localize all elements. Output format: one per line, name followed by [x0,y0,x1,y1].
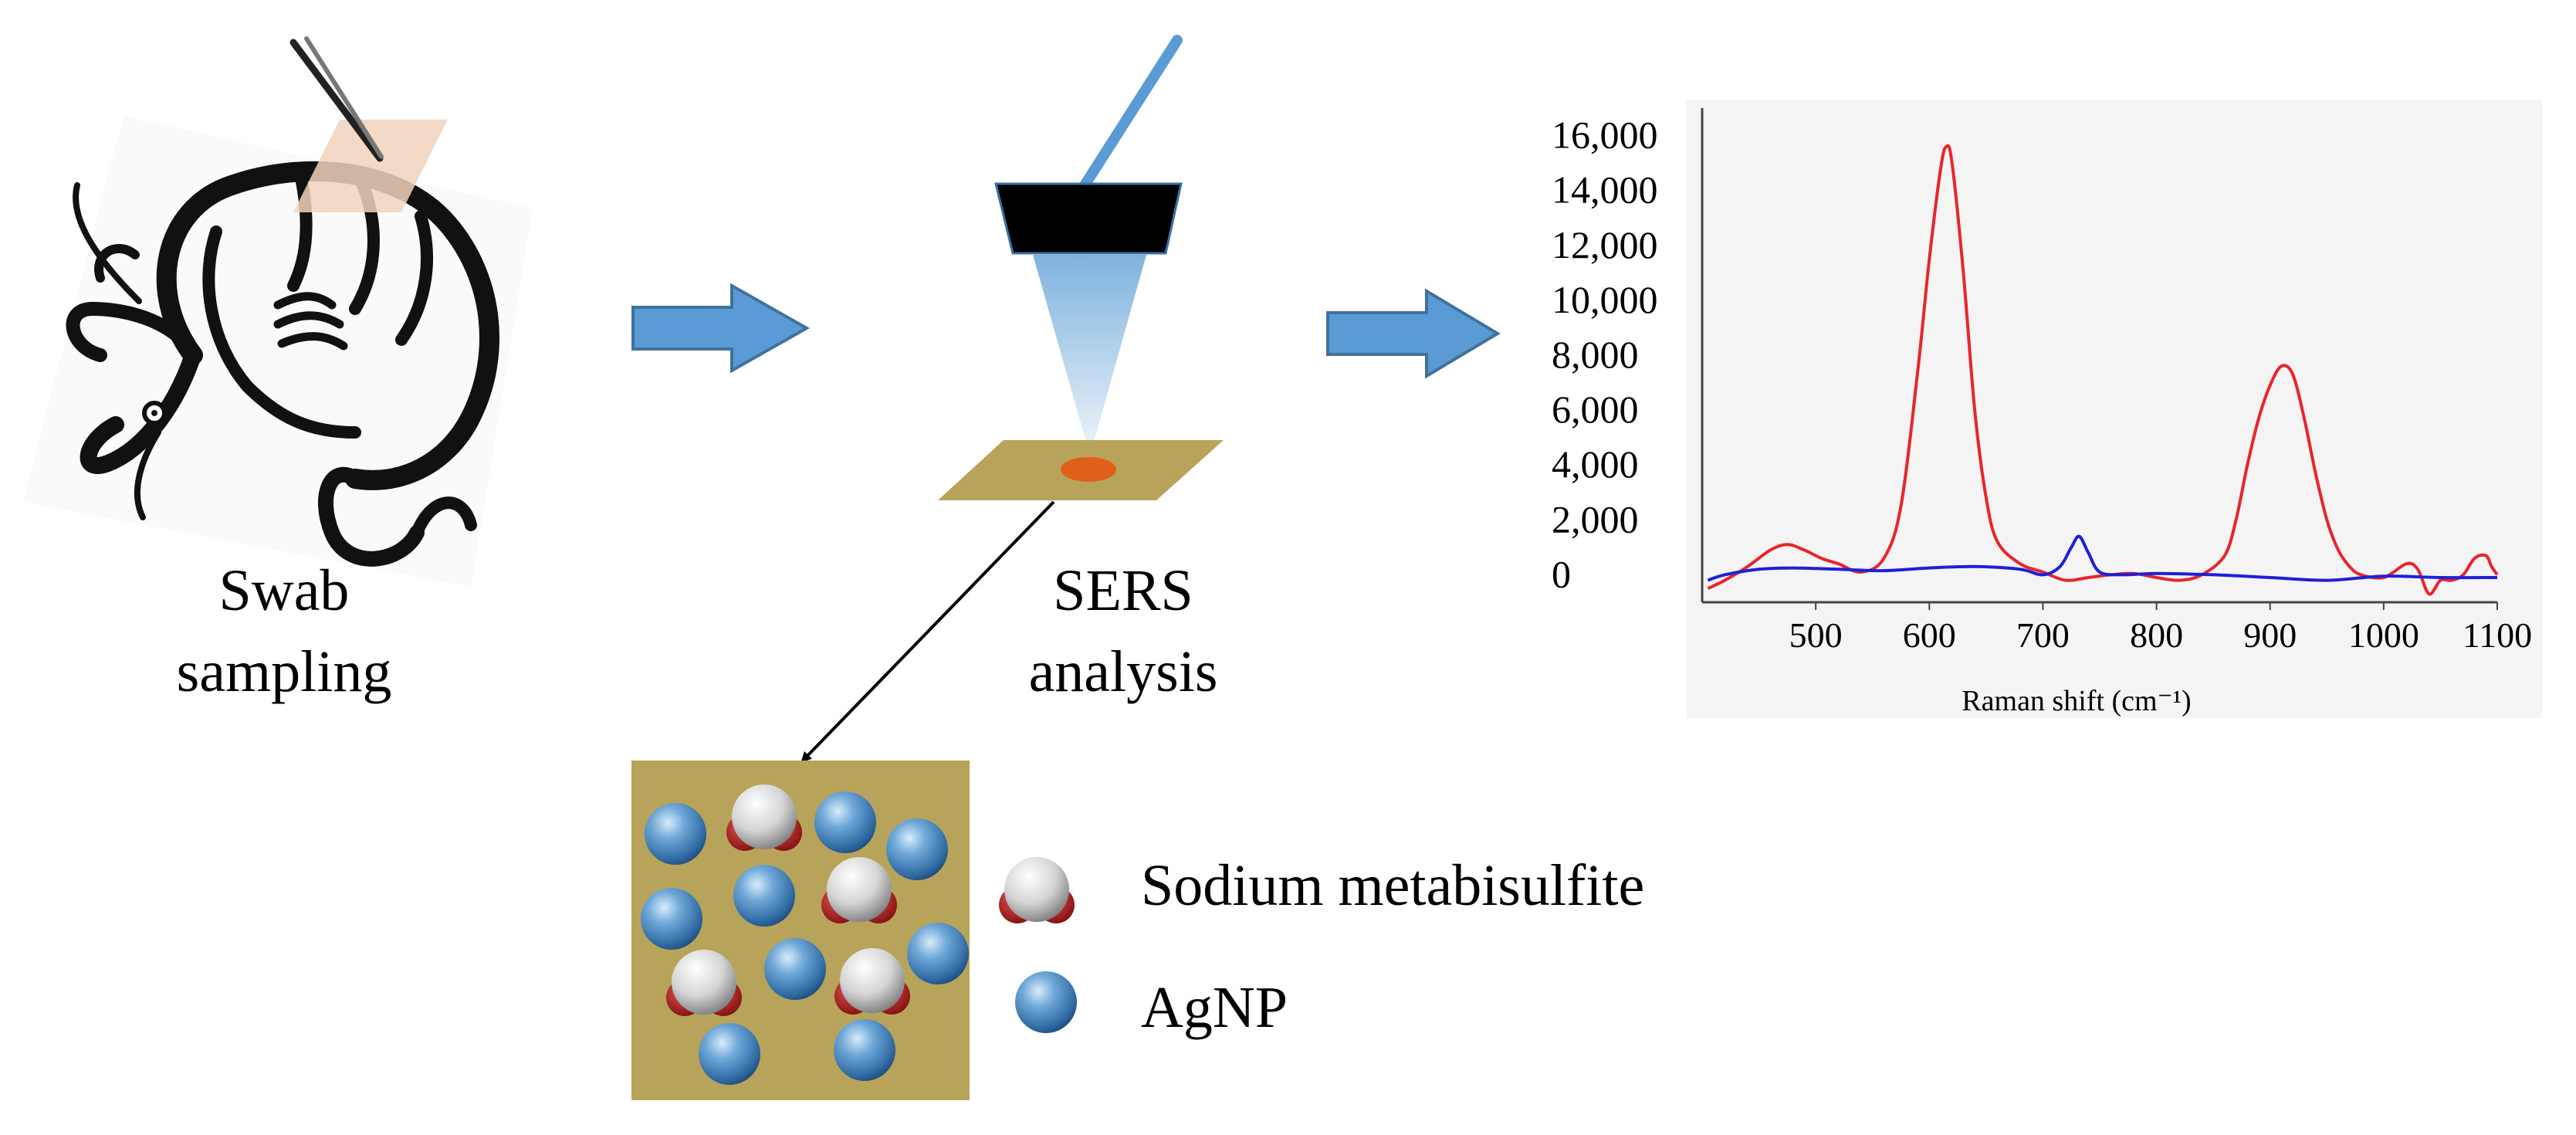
metabisulfite-molecules [666,784,910,1016]
x-tick-label: 600 [1903,615,1956,655]
metabisulfite-molecule [666,950,742,1016]
x-ticks: 500 600 700 800 900 1000 1100 [1789,602,2532,655]
legend: Sodium metabisulfite AgNP [999,853,1644,1040]
laser-beam [1033,255,1146,456]
y-tick-label: 10,000 [1552,278,1658,321]
sers-label-line2: analysis [1029,639,1218,704]
x-tick-label: 800 [2130,615,2183,655]
agnp-particle [764,938,826,1000]
series-layer [1707,144,2499,596]
y-tick-label: 0 [1552,552,1571,595]
metabisulfite-molecule [834,948,910,1015]
swab-pad [293,120,448,212]
agnp-particle [641,888,702,950]
x-axis-label: Raman shift (cm⁻¹) [1962,685,2191,717]
flow-arrow-2 [1326,288,1501,379]
sers-label-line1: SERS [1053,558,1193,623]
fiber-optic-cable [1079,35,1183,191]
x-tick-label: 700 [2016,615,2070,655]
probe-head [994,182,1183,255]
legend-agnp-label: AgNP [1141,975,1288,1040]
agnp-particle [834,1019,895,1081]
agnp-particle [814,791,876,853]
agnp-legend-icon [1015,971,1077,1033]
x-tick-label: 1100 [2463,615,2532,655]
swab-label-line2: sampling [177,639,392,704]
agnp-particle [733,865,795,927]
y-tick-label: 14,000 [1552,168,1658,212]
agnp-particles [641,791,969,1085]
flow-arrow-1 [631,283,811,374]
x-tick-label: 900 [2243,615,2297,655]
legend-metabisulfite-label: Sodium metabisulfite [1141,853,1644,918]
metabisulfite-molecule [821,857,897,923]
y-tick-label: 8,000 [1552,333,1639,376]
shrimp-illustration [23,36,533,587]
x-tick-label: 1000 [2348,615,2419,655]
tweezers-icon [289,36,384,162]
agnp-particle [699,1023,760,1085]
laser-spot [1061,457,1116,482]
agnp-particle [886,818,948,880]
agnp-particle [645,803,706,865]
y-tick-label: 2,000 [1552,497,1639,540]
substrate-zoom-panel [631,761,970,1100]
x-tick-label: 500 [1789,615,1843,655]
chart-background [1687,100,2542,718]
y-ticks: 0 2,000 4,000 6,000 8,000 10,000 12,000 14,000 1… [1552,114,1658,596]
zoom-callout-arrow [801,500,1055,763]
metabisulfite-molecule [726,784,802,851]
y-tick-label: 4,000 [1552,442,1639,486]
y-tick-label: 6,000 [1552,388,1639,431]
y-tick-label: 12,000 [1552,223,1658,266]
metabisulfite-legend-icon [999,857,1075,923]
raman-chart: 500 600 700 800 900 1000 1100 0 2,000 4,000 6,000… [1552,100,2542,718]
series-line-blue [1707,534,2498,582]
raman-probe [938,35,1224,500]
swab-label-line1: Swab [219,558,350,623]
agnp-particle [907,923,969,984]
y-tick-label: 16,000 [1552,114,1658,157]
